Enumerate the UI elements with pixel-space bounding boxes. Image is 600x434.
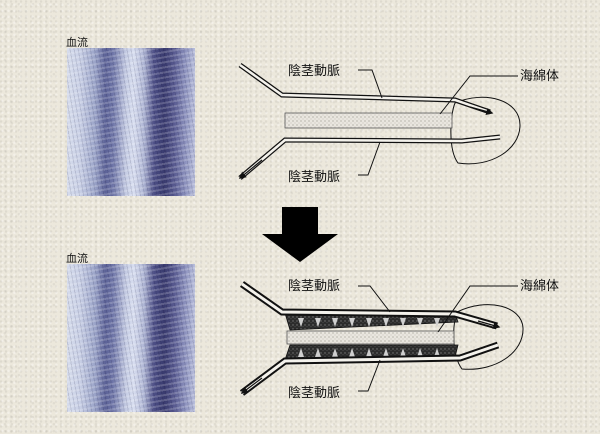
top-cavernosum-outline bbox=[450, 96, 521, 165]
top-flow-label: 血流 bbox=[66, 36, 88, 49]
top-schematic bbox=[238, 62, 521, 180]
bottom-flow-label: 血流 bbox=[66, 252, 88, 265]
top-artery-lower bbox=[238, 134, 501, 180]
top-cavernosum-label: 海綿体 bbox=[520, 69, 559, 84]
bottom-cavernosum-label: 海綿体 bbox=[520, 279, 559, 294]
top-artery-upper bbox=[238, 62, 491, 115]
bottom-corpus-bar bbox=[286, 330, 455, 345]
top-artery-bottom-label: 陰茎動脈 bbox=[288, 170, 340, 185]
down-arrow-icon bbox=[262, 207, 338, 262]
bottom-flow-arrows bbox=[298, 318, 440, 357]
top-corpus-bar bbox=[284, 112, 453, 129]
bottom-artery-bottom-label: 陰茎動脈 bbox=[288, 386, 340, 401]
top-artery-top-label: 陰茎動脈 bbox=[288, 64, 340, 79]
bottom-artery-top-label: 陰茎動脈 bbox=[288, 279, 340, 294]
bottom-ultrasound-image bbox=[67, 264, 195, 412]
top-ultrasound-image bbox=[67, 48, 195, 196]
bottom-schematic bbox=[239, 281, 524, 396]
